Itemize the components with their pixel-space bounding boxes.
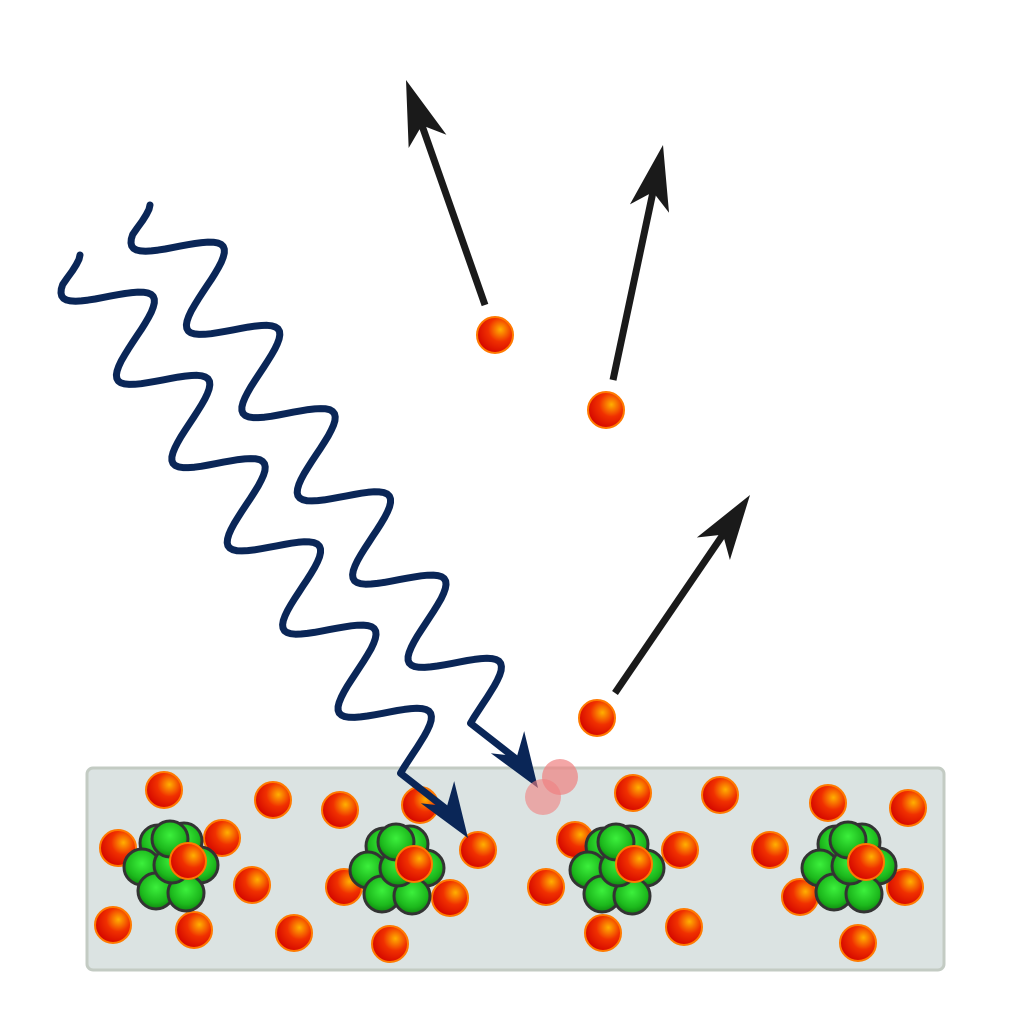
velocity-arrow xyxy=(612,526,731,695)
velocity-arrow xyxy=(609,183,659,381)
velocity-arrow xyxy=(415,116,489,307)
electron xyxy=(371,925,409,963)
electron xyxy=(587,391,625,429)
electron xyxy=(476,316,514,354)
electron xyxy=(614,774,652,812)
electron xyxy=(886,868,924,906)
electron xyxy=(661,831,699,869)
electron xyxy=(233,866,271,904)
arrowhead-icon xyxy=(406,80,447,148)
electron xyxy=(275,914,313,952)
ejected-electron-ghost xyxy=(525,779,561,815)
photon-wave xyxy=(127,201,525,767)
atom-nucleus xyxy=(568,822,666,916)
atom-nucleus xyxy=(800,820,898,914)
electron xyxy=(431,879,469,917)
atom-nucleus xyxy=(122,819,220,913)
electron xyxy=(203,819,241,857)
atom-nucleus xyxy=(348,822,446,916)
electron xyxy=(395,845,433,883)
photon-arrowhead-icon xyxy=(420,781,468,838)
electron xyxy=(839,924,877,962)
electron xyxy=(578,699,616,737)
photon-arrowhead-icon xyxy=(490,731,538,788)
electron xyxy=(809,784,847,822)
arrowhead-icon xyxy=(696,495,750,560)
arrowhead-icon xyxy=(629,145,670,213)
electron xyxy=(169,842,207,880)
photon-wave xyxy=(57,251,455,817)
electron xyxy=(701,776,739,814)
electron xyxy=(321,791,359,829)
electron xyxy=(175,911,213,949)
electron xyxy=(889,789,927,827)
electron xyxy=(94,906,132,944)
electron xyxy=(615,845,653,883)
electron xyxy=(665,908,703,946)
electron xyxy=(254,781,292,819)
electron xyxy=(584,914,622,952)
electron xyxy=(527,868,565,906)
electron xyxy=(459,831,497,869)
electron xyxy=(145,771,183,809)
electron xyxy=(751,831,789,869)
electron xyxy=(847,843,885,881)
